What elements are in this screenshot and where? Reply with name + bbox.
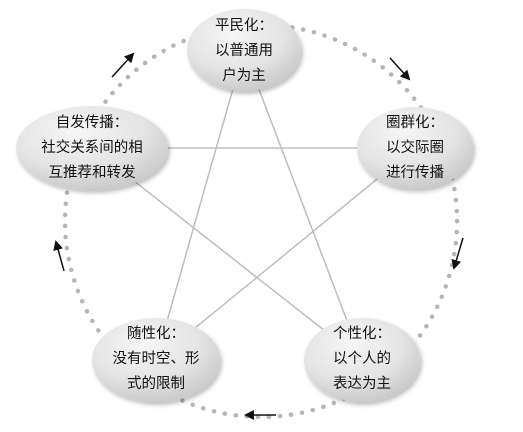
node-top: 平民化： 以普通用 户为主 (187, 9, 301, 91)
node-bottom-right: 个性化： 以个人的 表达为主 (304, 318, 420, 402)
node-top-line-1: 平民化： (215, 17, 273, 34)
arrow-left-icon (53, 240, 65, 272)
node-right-line-2: 以交际圈 (386, 138, 444, 156)
node-bottom-right-line-1: 个性化： (333, 325, 391, 342)
connector-line (155, 147, 416, 361)
node-right: 圈群化： 以交际圈 进行传播 (357, 107, 473, 189)
arrow-top-left-icon (111, 52, 135, 78)
node-bottom-left-line-3: 式的限制 (127, 375, 185, 392)
node-ellipse (92, 318, 220, 402)
node-top-line-3: 户为主 (222, 67, 266, 84)
star-connector-lines (91, 49, 416, 361)
arrow-right-icon (451, 237, 464, 270)
node-bottom-left-line-2: 没有时空、形 (113, 350, 200, 367)
node-ellipse (357, 107, 473, 189)
connector-line (91, 147, 363, 361)
node-ellipse (16, 106, 168, 190)
node-top-line-2: 以普通用 (215, 42, 273, 59)
node-right-line-3: 进行传播 (386, 164, 444, 181)
node-ellipse (304, 318, 420, 402)
node-bottom-left-line-1: 随性化： (127, 325, 185, 342)
node-bottom-right-line-3: 表达为主 (333, 375, 391, 392)
node-bottom-right-line-2: 以个人的 (333, 350, 391, 367)
node-left-line-2: 社交关系间的相 (41, 138, 143, 156)
connector-line (155, 49, 245, 361)
connector-line (243, 49, 363, 361)
arrow-top-right-icon (389, 57, 411, 81)
node-left-line-1: 自发传播： (56, 114, 129, 131)
cycle-arrows (53, 52, 464, 420)
node-right-line-1: 圈群化： (386, 114, 444, 131)
node-bottom-left: 随性化： 没有时空、形 式的限制 (92, 318, 220, 402)
node-ellipse (187, 9, 301, 91)
node-left: 自发传播： 社交关系间的相 互推荐和转发 (16, 106, 168, 190)
node-left-line-3: 互推荐和转发 (49, 164, 136, 181)
